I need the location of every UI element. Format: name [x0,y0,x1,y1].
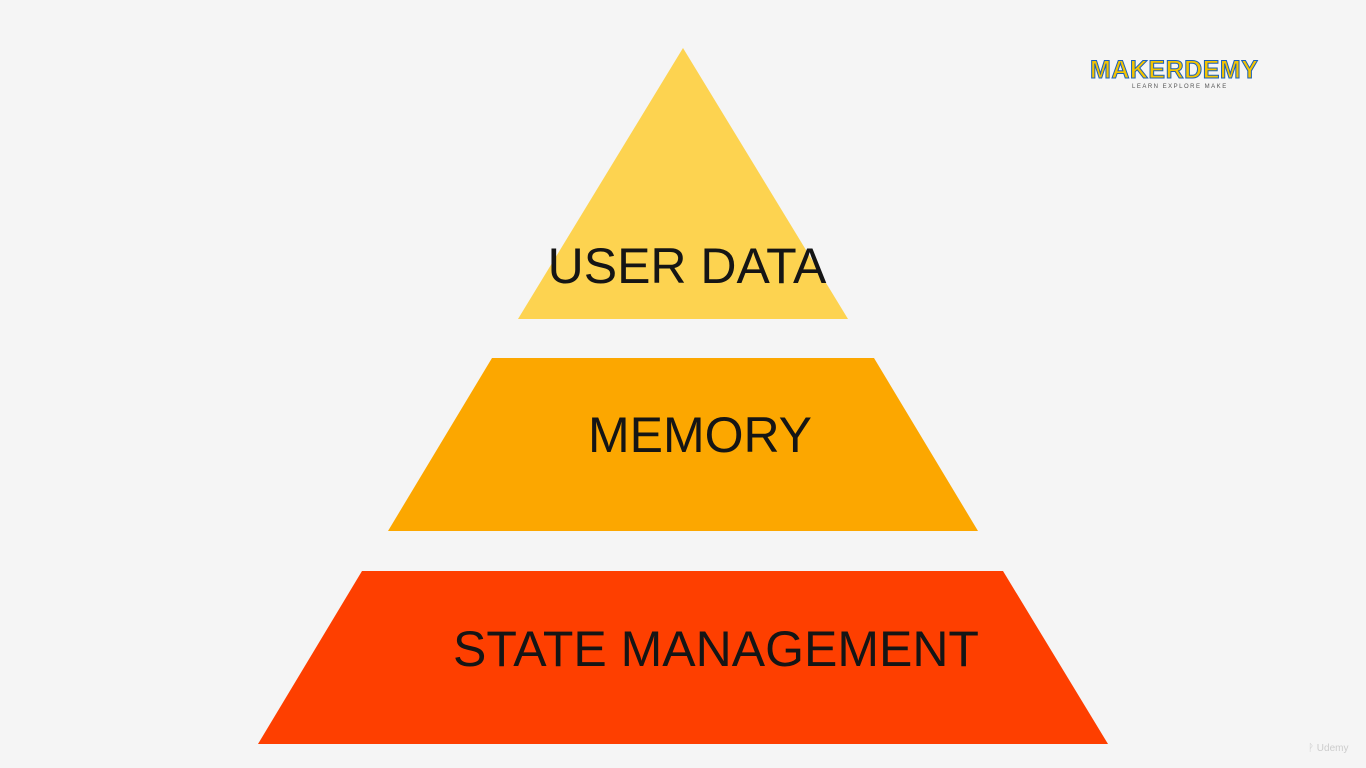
pyramid-tier-user-data-label: USER DATA [548,238,827,294]
pyramid-tier-user-data [518,48,848,319]
pyramid-tier-memory [388,358,978,531]
udemy-watermark: ᚹ Udemy [1308,743,1348,754]
logo-tagline: LEARN EXPLORE MAKE [1132,84,1228,90]
pyramid-tier-state-management-label: STATE MANAGEMENT [453,621,979,677]
pyramid-tier-state-management [258,571,1108,744]
logo-wordmark: MAKERDEMY [1089,56,1259,85]
udemy-logo-icon: ᚹ [1308,743,1314,754]
makerdemy-logo: MAKERDEMY LEARN EXPLORE MAKE [1089,56,1282,96]
udemy-watermark-text: Udemy [1316,743,1349,754]
pyramid-tier-memory-label: MEMORY [588,407,812,463]
